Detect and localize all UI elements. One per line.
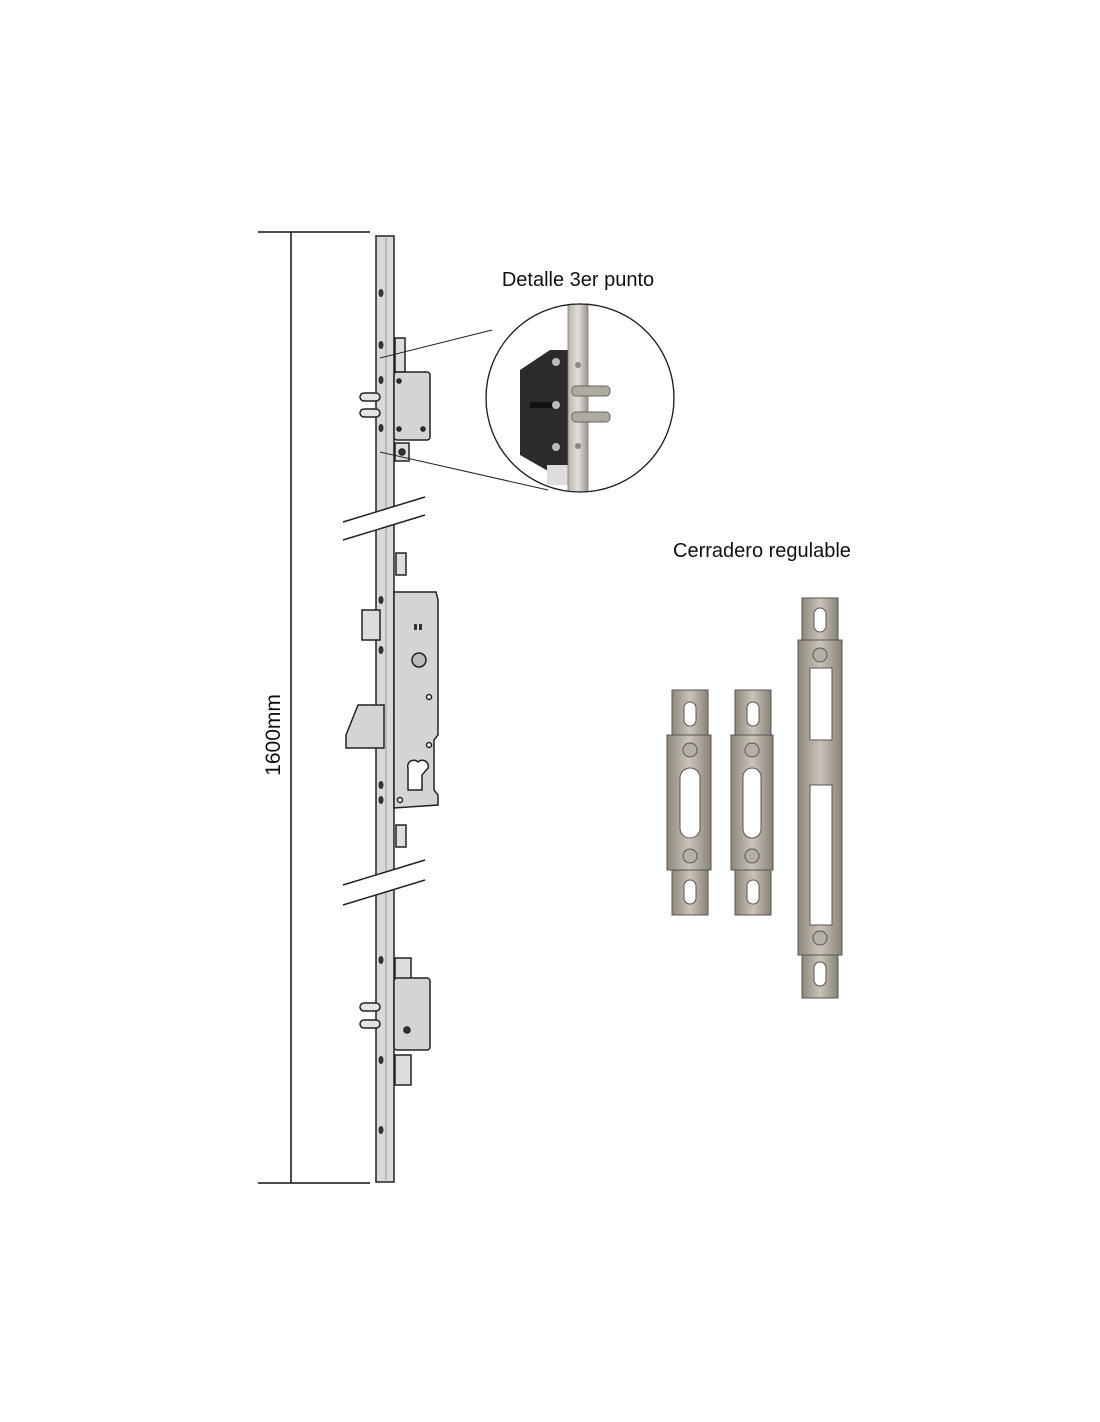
- adjustable-strike-short-2: [730, 689, 774, 916]
- detail-callout: [379, 303, 675, 493]
- dimension-label: 1600mm: [262, 694, 285, 776]
- strikes-title: Cerradero regulable: [673, 540, 851, 562]
- adjustable-strike-long: [797, 597, 843, 999]
- break-marks: [342, 496, 426, 906]
- adjustable-strike-short-1: [666, 689, 712, 916]
- detail-title: Detalle 3er punto: [502, 269, 654, 291]
- top-lock-point: [359, 337, 431, 462]
- dimension-line: [258, 231, 370, 1184]
- bottom-lock-point: [359, 957, 431, 1086]
- main-lock-case: [345, 552, 439, 848]
